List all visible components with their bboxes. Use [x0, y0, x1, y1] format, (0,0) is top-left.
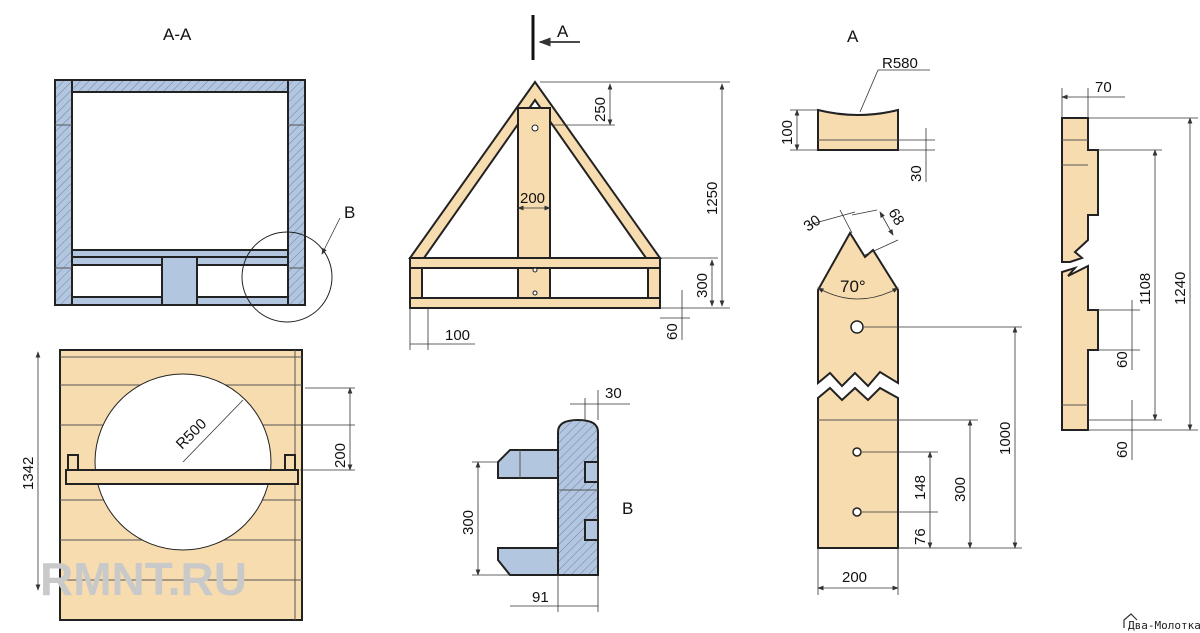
view-a-title: A: [847, 27, 859, 46]
view-a: A R580 100 30: [779, 27, 935, 182]
detail-b-ref-label: B: [344, 203, 355, 222]
section-a-marker: A: [557, 22, 569, 41]
side-profile-view: 70 1108 1240 60 60: [1061, 79, 1198, 460]
dim-1108: 1108: [1137, 273, 1154, 305]
section-aa-view: A-A B: [54, 25, 355, 323]
dim-r580: R580: [882, 55, 918, 72]
dim-70: 70: [1095, 79, 1112, 96]
dim-91: 91: [532, 589, 549, 606]
dim-1000: 1000: [997, 422, 1014, 455]
dim-300-b: 300: [460, 510, 477, 535]
dim-300-stake: 300: [952, 477, 969, 502]
dim-1342: 1342: [20, 457, 37, 490]
dim-68: 68: [885, 206, 908, 229]
watermark-brand: Два-Молотка: [1128, 619, 1200, 632]
triangle-frame-view: A 250 200 1250 300 60 100: [408, 15, 730, 350]
house-icon: [1123, 613, 1138, 628]
dim-70deg: 70°: [840, 277, 866, 296]
dim-76: 76: [912, 528, 929, 545]
dim-60-profile-a: 60: [1114, 351, 1131, 368]
dim-1240: 1240: [1172, 272, 1189, 305]
dim-30-stake: 30: [801, 212, 824, 235]
dim-200-stake: 200: [842, 569, 867, 586]
dim-300-tri: 300: [694, 273, 711, 298]
dim-100-tri: 100: [445, 327, 470, 344]
dim-250: 250: [592, 97, 609, 122]
section-aa-title: A-A: [163, 25, 192, 44]
dim-60-tri: 60: [664, 323, 681, 340]
dim-148: 148: [912, 475, 929, 500]
dim-30-a: 30: [908, 165, 925, 182]
dim-200-front: 200: [332, 443, 349, 468]
dim-30-b: 30: [605, 385, 622, 402]
detail-b-title: B: [622, 499, 633, 518]
brand-watermark: Два-Молотка: [1123, 613, 1200, 632]
detail-b-view: 30 300 91 B: [460, 385, 633, 612]
dim-200-post: 200: [520, 190, 545, 207]
dim-60-profile-b: 60: [1114, 441, 1131, 458]
stake-view: 70° 30 68 1000 300 148 76 200: [801, 206, 1022, 595]
detail-b-circle: [241, 231, 333, 323]
dim-1250: 1250: [704, 182, 721, 215]
watermark-site: RMNT.RU: [40, 553, 247, 605]
front-view: R500 1342 200: [20, 349, 355, 621]
dim-100-a: 100: [779, 120, 796, 145]
